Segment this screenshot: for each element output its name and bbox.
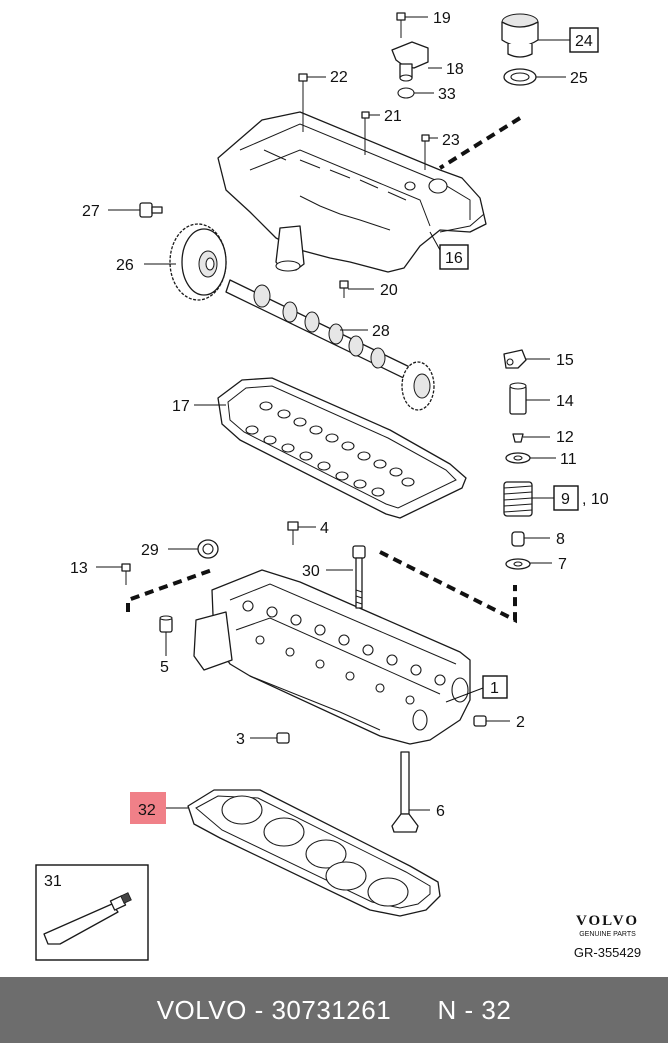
callout-31: 31 — [44, 873, 62, 890]
callout-13: 13 — [70, 560, 88, 577]
camshaft — [225, 279, 435, 411]
spring-seat — [505, 558, 531, 570]
callout-8: 8 — [556, 531, 565, 548]
assembly-line-cylinder-left — [126, 568, 213, 612]
callout-20: 20 — [380, 282, 398, 299]
footer-part-number: 30731261 — [271, 994, 392, 1025]
valve-6 — [391, 751, 419, 833]
head-gasket — [187, 789, 441, 917]
callout-9: 9 — [561, 491, 570, 508]
dowel-pin-3 — [276, 732, 290, 744]
callout-10: , 10 — [582, 491, 609, 508]
callout-33: 33 — [438, 86, 456, 103]
callout-30: 30 — [302, 563, 320, 580]
callout-3: 3 — [236, 731, 245, 748]
footer-position: N - 32 — [437, 994, 512, 1025]
leader-lines — [96, 16, 570, 811]
callout-2: 2 — [516, 714, 525, 731]
callout-16: 16 — [445, 250, 463, 267]
sealant-tube — [43, 892, 132, 945]
callout-28: 28 — [372, 323, 390, 340]
brand-logo: VOLVO — [575, 913, 640, 929]
camshaft-sensor — [391, 41, 429, 82]
parts-diagram: 19 24 18 22 25 33 21 23 27 16 26 20 28 1… — [35, 10, 609, 961]
brand-tagline: GENUINE PARTS — [579, 931, 636, 938]
head-bolt — [352, 545, 366, 609]
callout-23: 23 — [442, 132, 460, 149]
seal-ring-29 — [197, 539, 219, 559]
dowel-pin-5 — [159, 615, 173, 633]
cylinder-head — [193, 569, 471, 745]
valve-stem-seal — [511, 531, 525, 547]
footer-separator: - — [246, 994, 272, 1025]
callout-12: 12 — [556, 429, 574, 446]
callout-29: 29 — [141, 542, 159, 559]
gear-bolt — [139, 202, 163, 218]
spring-retainer — [505, 452, 531, 464]
callout-4: 4 — [320, 520, 329, 537]
footer-gap — [391, 995, 437, 1026]
dowel-pin-2 — [473, 715, 487, 727]
hydraulic-lifter — [509, 382, 527, 415]
callout-24: 24 — [575, 33, 593, 50]
sealant-box — [35, 864, 149, 961]
assembly-line-oil-cap — [438, 116, 522, 170]
callout-26: 26 — [116, 257, 134, 274]
rocker-arm — [503, 349, 527, 369]
callout-32: 32 — [138, 802, 156, 819]
bolt-19 — [396, 12, 406, 38]
footer-bar: VOLVO - 30731261 N - 32 — [0, 977, 668, 1043]
callout-17: 17 — [172, 398, 190, 415]
valve-spring — [503, 481, 533, 517]
callout-22: 22 — [330, 69, 348, 86]
callout-21: 21 — [384, 108, 402, 125]
valve-cover — [217, 111, 487, 273]
callout-7: 7 — [558, 556, 567, 573]
callout-15: 15 — [556, 352, 574, 369]
callout-14: 14 — [556, 393, 574, 410]
diagram-reference: GR-355429 — [573, 945, 642, 960]
footer-make: VOLVO — [156, 994, 247, 1025]
callout-19: 19 — [433, 10, 451, 27]
callout-5: 5 — [160, 659, 169, 676]
assembly-line-cylinder-right — [379, 550, 517, 624]
bolt-4 — [287, 521, 299, 545]
callout-box-16 — [439, 244, 469, 270]
o-ring-33 — [397, 87, 415, 99]
bolt-13 — [121, 563, 131, 585]
callout-11: 11 — [560, 451, 577, 468]
callout-box-1 — [482, 675, 508, 699]
callout-25: 25 — [570, 70, 588, 87]
callout-6: 6 — [436, 803, 445, 820]
oil-cap-seal — [503, 68, 537, 86]
valve-cover-gasket — [217, 377, 467, 519]
callout-27: 27 — [82, 203, 100, 220]
bolt-20 — [339, 280, 349, 298]
callout-1: 1 — [490, 680, 499, 697]
callout-box-32 — [130, 792, 166, 824]
camshaft-gear — [169, 223, 227, 301]
callout-18: 18 — [446, 61, 464, 78]
oil-filler-cap — [501, 13, 539, 58]
valve-keeper — [512, 433, 524, 443]
